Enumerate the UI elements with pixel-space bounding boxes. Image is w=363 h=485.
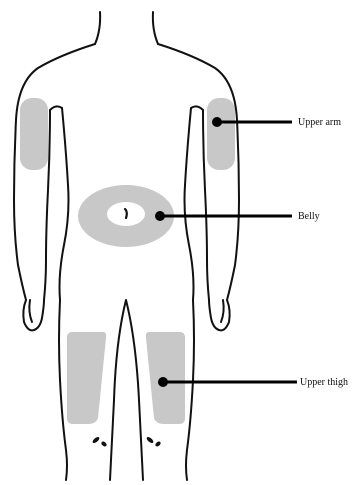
right-upper-arm-site — [207, 98, 235, 170]
right-ankle-mark-1 — [146, 436, 155, 444]
site-labels: Upper arm Belly Upper thigh — [298, 117, 348, 388]
right-ankle-mark-2 — [154, 441, 161, 448]
upper-arm-pointer-dot — [212, 117, 222, 127]
inner-legs-line — [110, 300, 143, 480]
left-torso-side-line — [60, 108, 69, 300]
neck-right-line — [153, 12, 158, 44]
belly-pointer-dot — [155, 211, 165, 221]
left-upper-thigh-site — [67, 332, 106, 424]
right-torso-side-line — [185, 108, 194, 300]
right-thumb — [221, 300, 224, 322]
left-thumb — [29, 300, 32, 322]
left-armpit-line — [50, 106, 62, 110]
right-armpit-line — [191, 106, 203, 110]
left-outer-leg-line — [59, 300, 67, 480]
ankle-marks — [92, 436, 162, 448]
neck-left-line — [95, 12, 100, 44]
upper-arm-label: Upper arm — [298, 117, 341, 128]
left-upper-arm-site — [20, 98, 48, 170]
right-outer-arm-line — [158, 44, 239, 300]
upper-thigh-pointer-dot — [158, 377, 168, 387]
upper-thigh-label: Upper thigh — [300, 377, 348, 388]
left-hand — [23, 300, 44, 330]
right-hand — [209, 300, 230, 330]
right-outer-leg-line — [186, 300, 194, 480]
belly-label: Belly — [298, 211, 320, 222]
left-ankle-mark-2 — [100, 441, 107, 448]
left-ankle-mark-1 — [92, 436, 101, 444]
left-outer-arm-line — [14, 44, 95, 300]
